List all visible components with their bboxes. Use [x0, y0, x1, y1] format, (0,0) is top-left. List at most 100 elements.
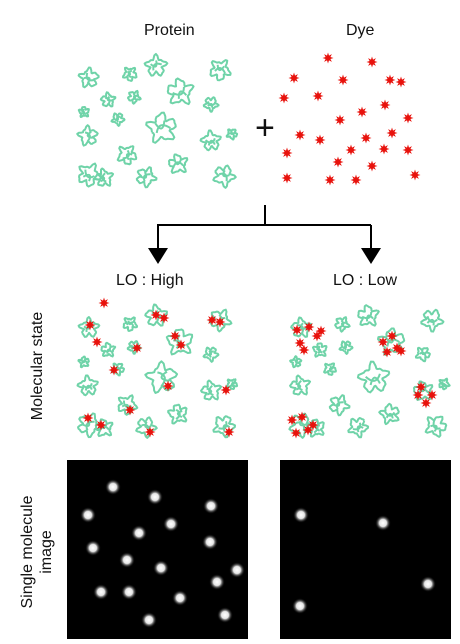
- protein-molecule: [414, 346, 431, 363]
- fluorescent-spot: [119, 552, 135, 568]
- bound-dye: [206, 314, 218, 326]
- free-dye: [350, 174, 362, 186]
- protein-molecule: [357, 304, 380, 327]
- lo-low-label: LO : Low: [333, 272, 398, 289]
- fluorescent-spot: [131, 525, 147, 541]
- protein-molecule: [289, 374, 312, 396]
- free-dye: [314, 134, 326, 146]
- protein-molecule: [76, 124, 99, 147]
- protein-molecule: [290, 316, 313, 338]
- dye-layer: [82, 52, 438, 439]
- protein-molecule: [311, 342, 328, 358]
- bound-dye: [108, 364, 120, 376]
- protein-molecule: [143, 52, 169, 77]
- fluorescent-spot: [293, 507, 309, 523]
- clustered-dye: [307, 419, 319, 431]
- free-dye: [384, 74, 396, 86]
- free-dye: [288, 72, 300, 84]
- fluorescent-spot: [292, 598, 308, 614]
- protein-molecule: [77, 66, 100, 89]
- free-dye: [294, 129, 306, 141]
- protein-molecule: [209, 59, 232, 82]
- free-dye: [360, 132, 372, 144]
- protein-molecule: [202, 96, 220, 113]
- protein-molecule: [420, 308, 445, 333]
- free-dye: [395, 76, 407, 88]
- dye-label: Dye: [346, 22, 375, 39]
- lo-high-label: LO : High: [116, 272, 184, 289]
- protein-molecule: [76, 374, 99, 397]
- free-dye: [386, 127, 398, 139]
- protein-molecule: [145, 111, 177, 144]
- bound-dye: [84, 319, 96, 331]
- fluorescent-spot: [93, 584, 109, 600]
- protein-molecule: [334, 316, 351, 333]
- clustered-dye: [303, 321, 315, 333]
- free-dye: [332, 156, 344, 168]
- free-dye: [402, 112, 414, 124]
- fluorescent-spot: [80, 507, 96, 523]
- protein-molecule: [212, 415, 237, 439]
- clustered-dye: [290, 427, 302, 439]
- clustered-dye: [286, 414, 298, 426]
- protein-molecule: [202, 346, 220, 363]
- free-dye: [337, 74, 349, 86]
- protein-molecule: [356, 360, 391, 394]
- clustered-dye: [395, 345, 407, 357]
- clustered-dye: [377, 336, 389, 348]
- free-dye: [409, 169, 421, 181]
- protein-layer: [76, 52, 451, 439]
- fluorescent-spot: [85, 540, 101, 556]
- protein-molecule: [135, 166, 158, 189]
- bound-dye: [169, 330, 181, 342]
- protein-molecule: [99, 91, 117, 108]
- free-dye: [324, 174, 336, 186]
- protein-molecule: [438, 377, 451, 391]
- fluorescent-spot: [121, 584, 137, 600]
- clustered-dye: [420, 397, 432, 409]
- protein-molecule: [122, 66, 138, 82]
- bound-dye: [95, 419, 107, 431]
- protein-molecule: [100, 341, 117, 358]
- fluorescent-spot: [105, 479, 121, 495]
- protein-molecule: [225, 378, 239, 391]
- lo-low-image-panel: [280, 460, 451, 639]
- protein-molecule: [338, 340, 354, 355]
- protein-molecule: [289, 355, 303, 369]
- protein-molecule: [122, 316, 139, 332]
- protein-molecule: [328, 394, 351, 417]
- protein-molecule: [166, 77, 195, 106]
- clustered-dye: [315, 325, 327, 337]
- fluorescent-spot: [202, 534, 218, 550]
- free-dye: [366, 160, 378, 172]
- fluorescent-spot: [153, 560, 169, 576]
- bound-dye: [150, 309, 162, 321]
- bound-dye: [131, 342, 143, 354]
- protein-molecule: [144, 360, 179, 394]
- protein-molecule: [110, 112, 126, 127]
- free-dye: [379, 99, 391, 111]
- fluorescent-spot: [203, 498, 219, 514]
- protein-molecule: [323, 362, 337, 376]
- lo-high-spots: [80, 479, 245, 628]
- fluorescent-spot: [217, 607, 233, 623]
- clustered-dye: [296, 411, 308, 423]
- protein-molecule: [200, 379, 223, 401]
- bound-dye: [82, 412, 94, 424]
- fluorescent-spot: [375, 515, 391, 531]
- clustered-dye: [294, 337, 306, 349]
- free-dye: [402, 144, 414, 156]
- protein-molecule: [347, 416, 370, 439]
- protein-molecule: [116, 145, 138, 166]
- clustered-dye: [426, 389, 438, 401]
- plus-sign: +: [255, 109, 275, 147]
- bound-dye: [214, 316, 226, 328]
- protein-molecule: [93, 167, 115, 187]
- free-dye: [281, 172, 293, 184]
- free-dye: [366, 56, 378, 68]
- bound-dye: [220, 384, 232, 396]
- free-dye: [281, 147, 293, 159]
- clustered-dye: [381, 346, 393, 358]
- bound-dye: [124, 404, 136, 416]
